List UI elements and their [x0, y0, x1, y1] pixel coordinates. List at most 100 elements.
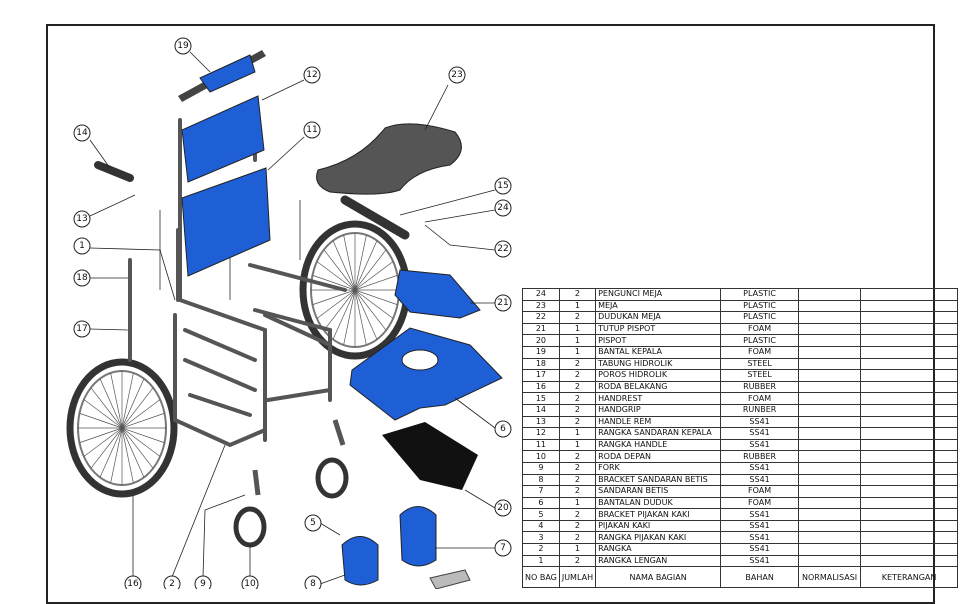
cell-note — [860, 369, 959, 382]
cell-qty: 2 — [558, 380, 597, 394]
wheel-spoke — [79, 427, 123, 444]
cell-name: BRACKET SANDARAN BETIS — [595, 473, 722, 487]
cell-norm — [798, 357, 862, 371]
callout-number: 13 — [76, 214, 87, 224]
cell-norm — [798, 554, 862, 568]
cell-note — [860, 508, 959, 521]
wheel-spoke — [312, 274, 356, 291]
cell-note — [860, 531, 959, 545]
cell-norm — [798, 345, 862, 359]
cell-no: 3 — [522, 531, 560, 545]
wheel-spoke — [323, 249, 356, 291]
backrest-panel — [181, 167, 271, 277]
cell-material: SS41 — [720, 427, 800, 440]
cell-note — [860, 519, 959, 533]
cell-no: 17 — [522, 369, 560, 382]
callout-17: 17 — [73, 320, 91, 338]
callout-number: 14 — [76, 128, 88, 138]
callout-number: 21 — [497, 298, 508, 308]
cell-qty: 2 — [558, 403, 597, 417]
cell-qty: 2 — [558, 415, 597, 429]
callout-number: 8 — [310, 579, 316, 589]
wheel-spoke — [354, 249, 387, 291]
cell-no: 9 — [522, 461, 560, 475]
wheel-spoke — [121, 399, 161, 429]
callout-number: 11 — [306, 125, 317, 135]
cell-no: 24 — [522, 288, 560, 301]
pispot-lid — [394, 269, 481, 319]
callout-number: 16 — [127, 579, 139, 589]
wheel-spoke — [343, 289, 356, 346]
cell-material: PLASTIC — [720, 311, 800, 324]
callout-1: 1 — [73, 237, 91, 255]
wheel-spoke — [90, 427, 123, 469]
cell-qty: 2 — [558, 519, 597, 533]
cell-no: 23 — [522, 299, 560, 313]
cell-name: RODA DEPAN — [595, 450, 722, 463]
cell-norm — [798, 380, 862, 394]
cell-qty: 1 — [558, 345, 597, 359]
wheel-spoke — [354, 261, 394, 291]
wheel-spoke — [354, 289, 367, 346]
cell-no: 12 — [522, 427, 560, 440]
wheel-spoke — [354, 289, 398, 306]
cell-norm — [798, 427, 862, 440]
handgrip — [94, 161, 134, 182]
wheel-spoke — [121, 427, 145, 478]
cell-material: SS41 — [720, 438, 800, 452]
wheel-spoke — [79, 412, 123, 429]
callout-number: 15 — [497, 181, 508, 191]
cell-note — [860, 322, 959, 336]
cell-qty: 2 — [558, 461, 597, 475]
cell-no: 7 — [522, 485, 560, 498]
cell-norm — [798, 299, 862, 313]
callout-15: 15 — [494, 177, 512, 195]
wheel-spoke — [121, 412, 165, 429]
cell-name: PENGUNCI MEJA — [595, 288, 722, 301]
cell-qty: 2 — [558, 392, 597, 405]
cell-no: 13 — [522, 415, 560, 429]
callout-14: 14 — [73, 124, 91, 142]
cell-norm — [798, 519, 862, 533]
cell-norm — [798, 473, 862, 487]
cell-norm — [798, 369, 862, 382]
wheel-spoke — [354, 289, 387, 331]
cell-no: 18 — [522, 357, 560, 371]
cell-note — [860, 485, 959, 498]
wheel-spoke — [110, 427, 123, 484]
head-support-panel — [181, 95, 265, 183]
cell-name: POROS HIDROLIK — [595, 369, 722, 382]
rear-wheel-left — [66, 358, 178, 498]
cell-material: SS41 — [720, 543, 800, 556]
cell-norm — [798, 311, 862, 324]
cell-name: BANTALAN DUDUK — [595, 496, 722, 510]
cell-name: BRACKET PIJAKAN KAKI — [595, 508, 722, 521]
callout-22: 22 — [494, 240, 512, 258]
cell-material: STEEL — [720, 357, 800, 371]
wheel-spoke — [121, 378, 145, 429]
cell-no: 19 — [522, 345, 560, 359]
callout-number: 19 — [177, 41, 189, 51]
wheel-spoke — [343, 234, 356, 291]
cell-qty: 2 — [558, 531, 597, 545]
cell-note — [860, 427, 959, 440]
cell-norm — [798, 322, 862, 336]
handrest — [340, 195, 410, 240]
callout-20: 20 — [494, 499, 512, 517]
cell-name: DUDUKAN MEJA — [595, 311, 722, 324]
cell-material: RUBBER — [720, 380, 800, 394]
wheel-spoke — [354, 274, 398, 291]
callout-16: 16 — [124, 575, 142, 589]
wheel-spoke — [83, 427, 123, 457]
